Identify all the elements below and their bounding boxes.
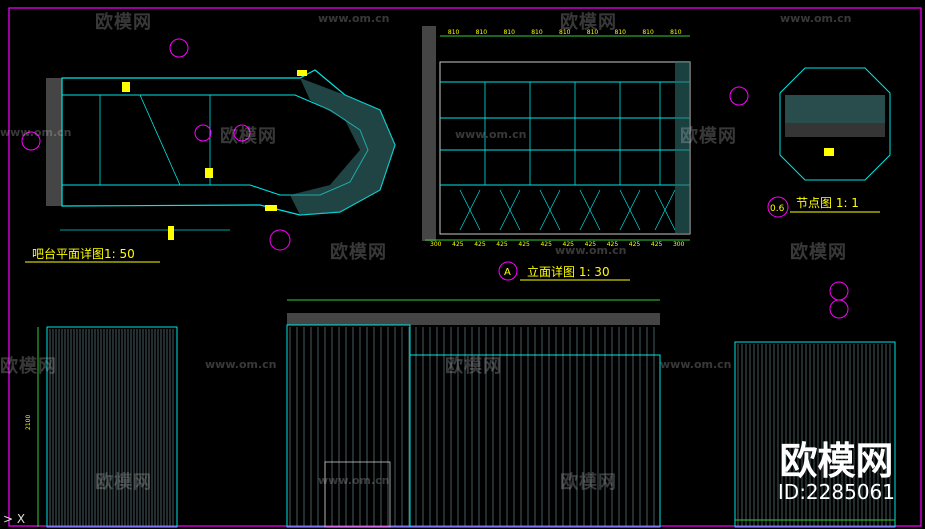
dimension-label: 810 — [642, 29, 654, 36]
elevation-tag: A — [504, 267, 511, 278]
node-detail-view: 0.6 节点图 1: 1 — [767, 67, 891, 218]
dimension-label: 810 — [476, 29, 488, 36]
center-top-beam — [287, 313, 660, 325]
dimension-label: 810 — [670, 29, 682, 36]
dimension-label: 300 — [430, 241, 442, 248]
center-left-panel — [286, 324, 411, 528]
left-section-view: 2100 — [25, 326, 178, 528]
right-section-view — [734, 281, 896, 528]
section-marker — [233, 124, 251, 142]
left-section-height: 2100 — [25, 415, 32, 430]
yellow-tag — [265, 205, 277, 211]
section-marker — [194, 124, 212, 142]
dimension-label: 425 — [563, 241, 575, 248]
watermark-badge: 欧模网 ID:2285061 — [778, 441, 895, 503]
dimension-label: 810 — [615, 29, 627, 36]
dimension-label: 425 — [518, 241, 530, 248]
command-prompt[interactable]: > X — [3, 512, 26, 526]
bar-counter-inner — [62, 94, 369, 196]
elevation-wall — [422, 26, 436, 241]
node-tag: 0.6 — [770, 204, 785, 214]
section-marker — [829, 299, 849, 319]
dimension-label: 425 — [607, 241, 619, 248]
elevation-view: A 立面详图 1: 30 — [422, 26, 749, 281]
node-marker — [824, 148, 834, 156]
left-section-hatch — [49, 329, 174, 526]
dimension-label: 425 — [496, 241, 508, 248]
bar-plan-title: 吧台平面详图1: 50 — [32, 246, 135, 261]
dimension-label: 810 — [448, 29, 460, 36]
elevation-top-dimension-labels: 810 810 810 810 810 810 810 810 810 — [448, 29, 682, 36]
elevation-tag-circle — [498, 261, 518, 281]
bar-plan-leader-2 — [139, 94, 181, 186]
right-section-panel — [734, 341, 896, 528]
node-octagon — [779, 67, 891, 181]
dimension-label: 425 — [452, 241, 464, 248]
dimension-label: 810 — [503, 29, 515, 36]
node-lower-band — [785, 123, 885, 137]
section-marker — [169, 38, 189, 58]
shelf-dividers — [484, 82, 661, 185]
center-section-hatch — [289, 327, 655, 526]
dimension-label: 425 — [629, 241, 641, 248]
dimension-label: 810 — [559, 29, 571, 36]
badge-logo-text: 欧模网 — [779, 439, 894, 483]
dimension-label: 425 — [540, 241, 552, 248]
yellow-tag — [122, 82, 130, 92]
section-marker — [729, 86, 749, 106]
dimension-label: 425 — [651, 241, 663, 248]
section-marker — [269, 229, 291, 251]
yellow-tag — [297, 70, 307, 76]
center-section-view — [286, 299, 661, 528]
right-section-hatch — [737, 344, 891, 526]
node-hatch-band — [785, 95, 885, 123]
yellow-tag — [205, 168, 213, 178]
section-marker — [829, 281, 849, 301]
bar-plan-view: 吧台平面详图1: 50 — [21, 38, 396, 263]
wall-hatch-left — [46, 78, 62, 206]
left-section-panel — [46, 326, 178, 528]
dimension-label: 810 — [587, 29, 599, 36]
elevation-side-post — [675, 62, 690, 234]
center-counter-block — [324, 461, 391, 528]
elevation-title: 立面详图 1: 30 — [527, 264, 610, 279]
section-marker — [21, 131, 41, 151]
badge-id: ID:2285061 — [777, 480, 895, 504]
yellow-tag — [168, 226, 174, 240]
dimension-label: 300 — [673, 241, 685, 248]
node-title: 节点图 1: 1 — [796, 196, 859, 210]
dimension-label: 425 — [585, 241, 597, 248]
lower-cabinet-crosses — [459, 189, 676, 231]
dimension-label: 810 — [531, 29, 543, 36]
dimension-label: 425 — [474, 241, 486, 248]
elevation-cabinet-outline — [439, 61, 691, 235]
node-tag-circle — [767, 196, 789, 218]
bar-counter-hatch — [290, 78, 395, 215]
elevation-bottom-dimension-labels: 300 425 425 425 425 425 425 425 425 425 425 300 — [430, 241, 685, 248]
